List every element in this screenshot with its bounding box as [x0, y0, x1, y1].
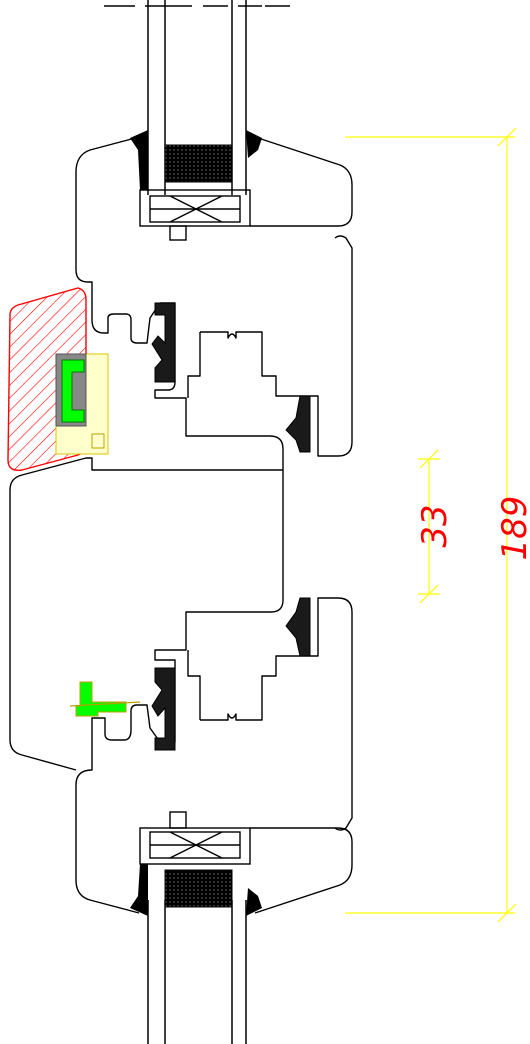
- dimension-label-overlap: 33: [415, 504, 455, 547]
- dimension-label-overall: 189: [495, 496, 530, 561]
- glazing-bottom: [147, 900, 247, 1044]
- top-spacer: [139, 189, 251, 241]
- top-sash-profile: [75, 136, 284, 914]
- gasket-upper-outer: [285, 395, 311, 453]
- dimension-overlap: [418, 449, 440, 604]
- bottom-sealant: [130, 864, 262, 916]
- top-frame-profile: [187, 136, 353, 914]
- hardware-upper: [55, 353, 109, 455]
- dimension-overall: [345, 127, 517, 923]
- top-sealant: [130, 130, 262, 190]
- gasket-upper-inner: [151, 302, 176, 383]
- gasket-lower-outer: [285, 597, 311, 657]
- bottom-spacer: [139, 811, 251, 865]
- bottom-sill-profile: [9, 457, 283, 771]
- hardware-lower: [69, 681, 141, 717]
- gasket-lower-inner: [151, 667, 176, 751]
